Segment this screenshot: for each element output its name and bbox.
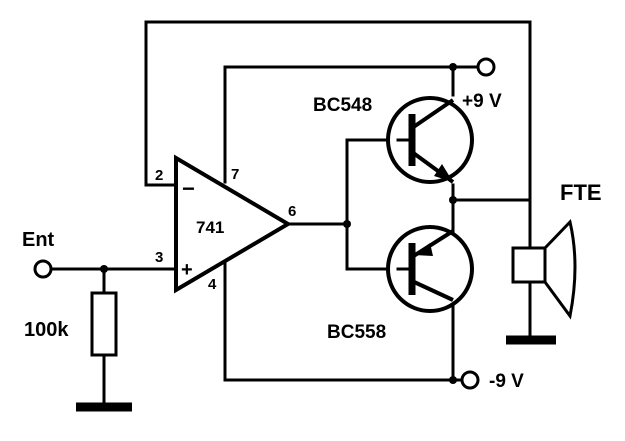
vneg-junction-dot (449, 376, 457, 384)
pin-3-label: 3 (155, 249, 163, 266)
input-terminal (33, 259, 53, 279)
pnp-transistor (386, 225, 474, 313)
vpos-terminal (476, 57, 496, 77)
pin-7-label: 7 (231, 166, 239, 183)
npn-label: BC548 (313, 95, 372, 116)
vneg-rail-wire (223, 260, 455, 382)
vpos-rail-wire (223, 65, 455, 184)
input-label: Ent (22, 229, 55, 251)
noninverting-input-sign: + (181, 259, 193, 281)
resistor-label: 100k (24, 319, 69, 341)
input-junction-dot (100, 265, 108, 273)
vpos-label: +9 V (462, 91, 502, 112)
pin-2-label: 2 (155, 167, 163, 184)
speaker-label: FTE (560, 180, 602, 205)
resistor-100k (90, 291, 118, 357)
vneg-terminal (460, 370, 480, 390)
feedback-wire (144, 20, 532, 202)
pin-6-label: 6 (288, 203, 296, 220)
emitter-junction-dot (449, 196, 457, 204)
opamp-741 (174, 154, 292, 294)
vpos-junction-dot (449, 63, 457, 71)
base-junction-dot (343, 220, 351, 228)
vneg-label: -9 V (489, 371, 524, 392)
pin-4-label: 4 (208, 276, 217, 293)
speaker-icon (511, 218, 577, 320)
npn-transistor (386, 96, 474, 184)
opamp-label: 741 (196, 218, 224, 237)
pnp-label: BC558 (327, 322, 386, 343)
inverting-input-sign: − (182, 176, 195, 201)
